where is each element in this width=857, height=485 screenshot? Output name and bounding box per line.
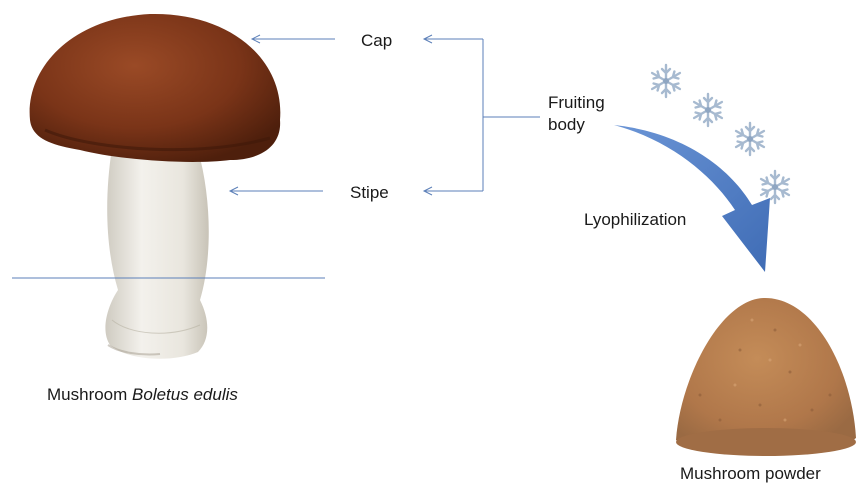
- caption-prefix: Mushroom: [47, 385, 132, 404]
- snowflake-icon: [736, 123, 764, 155]
- powder-pile: [676, 298, 856, 456]
- cap-label: Cap: [361, 30, 392, 52]
- fruiting-body-line1: Fruiting: [548, 92, 605, 114]
- mushroom-caption: Mushroom Boletus edulis: [47, 384, 238, 406]
- snowflake-icon: [652, 65, 680, 97]
- mushroom-cap: [30, 14, 281, 162]
- snowflake-icon: [694, 94, 722, 126]
- powder-label: Mushroom powder: [680, 463, 821, 485]
- stipe-label: Stipe: [350, 182, 389, 204]
- fruiting-body-label: Fruiting body: [548, 92, 605, 136]
- lyophilization-label: Lyophilization: [584, 209, 686, 231]
- caption-species: Boletus edulis: [132, 385, 238, 404]
- snowflake-icon: [761, 171, 789, 203]
- fruiting-body-line2: body: [548, 114, 605, 136]
- lyophilization-arrow: [614, 125, 770, 272]
- mushroom-illustration: [30, 14, 281, 359]
